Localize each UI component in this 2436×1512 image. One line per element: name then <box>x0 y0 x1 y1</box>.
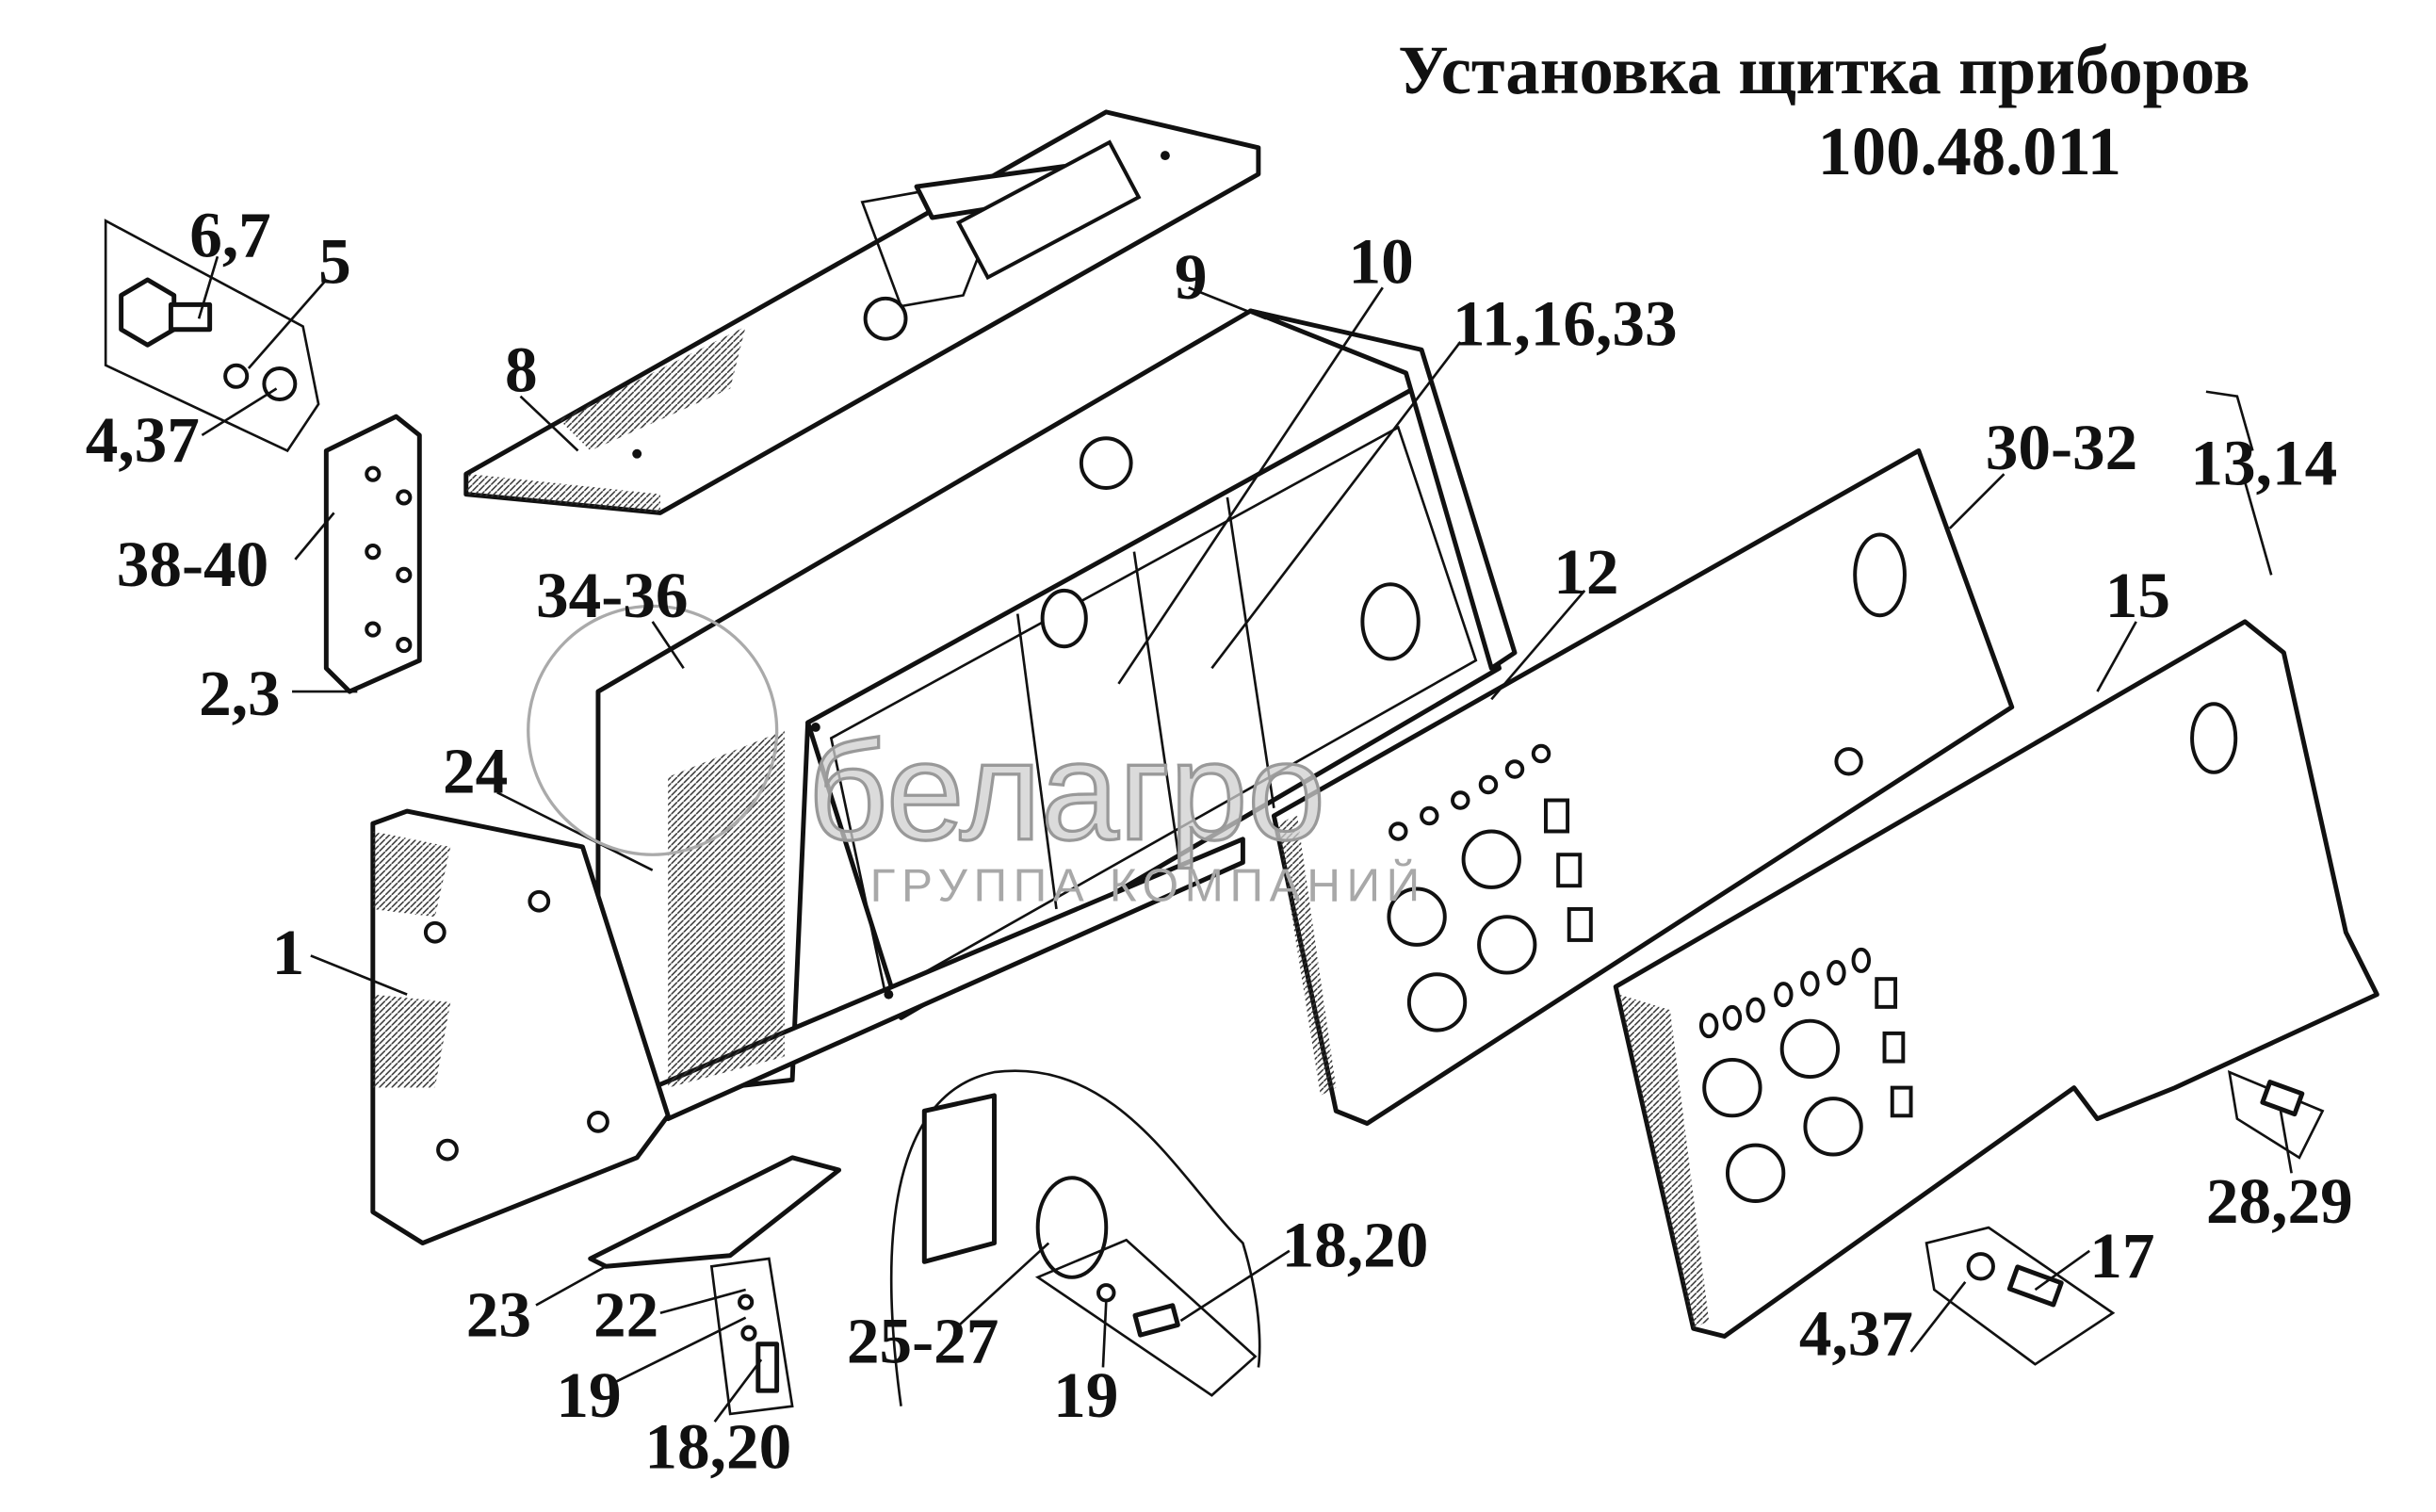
callout-6-7: 6,7 <box>189 198 271 270</box>
callout-4-37-right: 4,37 <box>1799 1296 1913 1369</box>
top-cover-plate <box>463 109 1261 515</box>
callout-9: 9 <box>1175 240 1208 313</box>
diagram-number: 100.48.011 <box>1818 113 2121 189</box>
leader-lines <box>197 255 2293 1423</box>
callout-17: 17 <box>2089 1219 2154 1292</box>
callout-12: 12 <box>1553 535 1618 608</box>
callout-19-left: 19 <box>556 1358 621 1431</box>
callout-19-right: 19 <box>1053 1358 1118 1431</box>
callout-18-20-left: 18,20 <box>644 1410 791 1483</box>
callout-11-16-33: 11,16,33 <box>1453 286 1678 359</box>
callout-15: 15 <box>2105 559 2170 631</box>
front-panel <box>1613 619 2379 1339</box>
callout-28-29: 28,29 <box>2206 1164 2353 1237</box>
callout-13-14: 13,14 <box>2190 427 2337 499</box>
callout-labels: 6,7 5 4,37 38-40 2,3 8 9 10 11,16,33 34-… <box>86 198 2353 1482</box>
bolt-detail <box>104 219 422 694</box>
callout-30-32: 30-32 <box>1986 411 2138 483</box>
watermark: белагро ГРУППА КОМПАНИЙ <box>527 604 1426 912</box>
instrument-housing <box>595 308 1518 1122</box>
callout-23: 23 <box>466 1277 531 1350</box>
diagram-title: Установка щитка приборов <box>1398 32 2249 108</box>
callout-5: 5 <box>318 224 351 297</box>
callout-4-37: 4,37 <box>86 403 200 476</box>
callout-34-36: 34-36 <box>536 559 689 631</box>
side-bracket <box>370 808 671 1246</box>
instrument-panel <box>1271 447 2015 1127</box>
callout-25-27: 25-27 <box>847 1305 999 1377</box>
callout-38-40: 38-40 <box>117 528 269 600</box>
connector-detail <box>588 1069 2325 1416</box>
callout-2-3: 2,3 <box>199 657 281 729</box>
callout-24: 24 <box>443 734 508 806</box>
callout-22: 22 <box>593 1277 658 1350</box>
watermark-subtitle: ГРУППА КОМПАНИЙ <box>870 858 1426 912</box>
callout-8: 8 <box>505 333 538 406</box>
callout-10: 10 <box>1349 224 1414 297</box>
callout-18-20-right: 18,20 <box>1282 1208 1429 1280</box>
watermark-brand: белагро <box>808 714 1325 870</box>
callout-1: 1 <box>272 916 305 988</box>
